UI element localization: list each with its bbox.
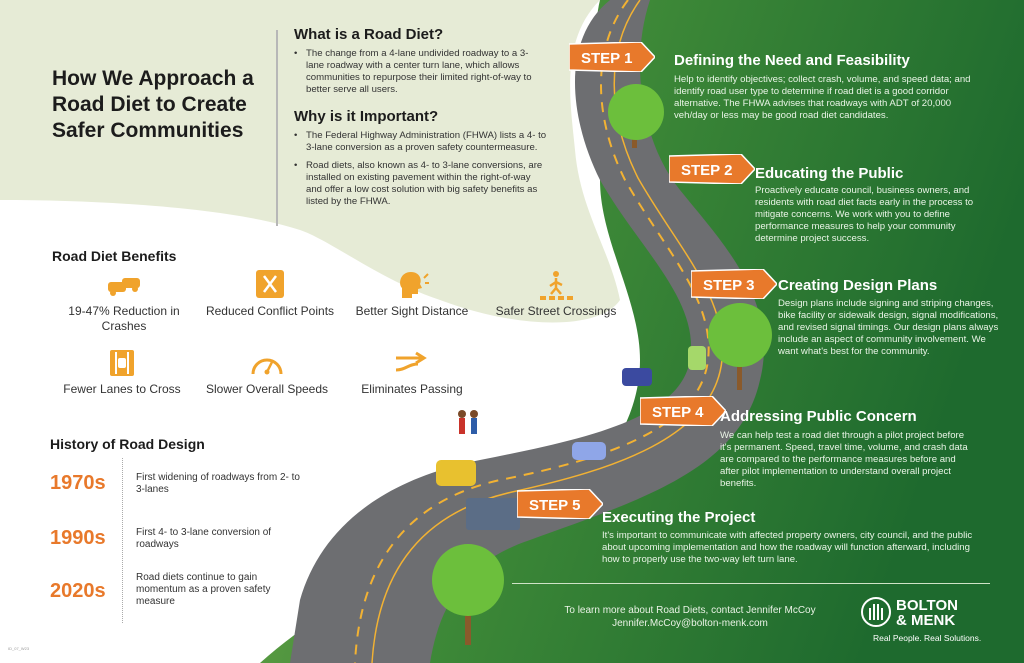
contact-info: To learn more about Road Diets, contact … <box>540 604 840 630</box>
arrows-icon <box>395 351 427 372</box>
history-text: First widening of roadways from 2- to 3-… <box>136 472 300 495</box>
page-title: How We Approach a Road Diet to Create Sa… <box>52 67 254 142</box>
step-sign: STEP 3 <box>691 269 777 299</box>
benefit-speeds: Slower Overall Speeds <box>202 348 332 397</box>
car <box>622 368 652 386</box>
timeline-line <box>122 458 123 623</box>
svg-text:STEP 3: STEP 3 <box>703 277 754 294</box>
tree <box>708 303 772 390</box>
lanes-icon <box>110 350 134 376</box>
logo: BOLTON & MENK <box>896 597 958 629</box>
step-text: We can help test a road diet through a p… <box>720 430 968 489</box>
tree <box>432 544 504 645</box>
car <box>688 346 706 370</box>
contact-email[interactable]: Jennifer.McCoy@bolton-menk.com <box>612 618 768 629</box>
svg-text:STEP 4: STEP 4 <box>652 404 704 421</box>
why-list: The Federal Highway Administration (FHWA… <box>292 130 547 214</box>
step-title: Educating the Public <box>755 165 904 182</box>
benefit-sight: Better Sight Distance <box>347 270 477 319</box>
why-point: The Federal Highway Administration (FHWA… <box>292 130 547 154</box>
history-title: History of Road Design <box>50 436 205 452</box>
head-sight-icon <box>400 272 429 298</box>
why-title: Why is it Important? <box>294 108 439 125</box>
crosswalk-icon <box>540 271 573 300</box>
car <box>436 460 476 486</box>
tree <box>608 84 664 148</box>
conflict-sign-icon <box>256 270 284 298</box>
step-text: Proactively educate council, business ow… <box>755 185 974 244</box>
step-sign: STEP 1 <box>569 42 655 72</box>
speedometer-icon <box>251 358 283 375</box>
step-title: Creating Design Plans <box>778 277 938 294</box>
step-text: Help to identify objectives; collect cra… <box>674 74 971 121</box>
history-text: First 4- to 3-lane conversion of roadway… <box>136 527 272 550</box>
car <box>572 442 606 460</box>
benefit-fewer-lanes: Fewer Lanes to Cross <box>57 348 187 397</box>
benefits-title: Road Diet Benefits <box>52 248 177 264</box>
step-sign: STEP 2 <box>669 154 755 184</box>
step-text: It's important to communicate with affec… <box>602 530 973 565</box>
history-year: 1990s <box>50 527 106 549</box>
svg-text:STEP 1: STEP 1 <box>581 50 632 67</box>
what-title: What is a Road Diet? <box>294 26 444 43</box>
tagline: Real People. Real Solutions. <box>873 633 982 643</box>
road <box>290 0 764 663</box>
car-crash-icon <box>108 278 140 296</box>
step-title: Addressing Public Concern <box>720 408 917 425</box>
history-year: 2020s <box>50 580 106 602</box>
benefit-passing: Eliminates Passing <box>347 348 477 397</box>
benefit-conflict: Reduced Conflict Points <box>205 270 335 319</box>
svg-text:STEP 2: STEP 2 <box>681 162 732 179</box>
svg-text:STEP 5: STEP 5 <box>529 497 580 514</box>
step-title: Defining the Need and Feasibility <box>674 52 910 69</box>
step-sign: STEP 5 <box>517 489 603 519</box>
step-title: Executing the Project <box>602 509 756 526</box>
benefit-crossings: Safer Street Crossings <box>491 270 621 319</box>
what-point: The change from a 4-lane undivided roadw… <box>292 48 542 96</box>
logo-icon <box>861 597 891 627</box>
contact-line: To learn more about Road Diets, contact … <box>564 605 816 616</box>
step-sign: STEP 4 <box>640 396 726 426</box>
benefit-crashes: 19-47% Reduction in Crashes <box>59 270 189 334</box>
footer-divider <box>512 583 990 584</box>
fineprint: ID_07_W23 <box>8 646 30 651</box>
history-text: Road diets continue to gain momentum as … <box>136 572 271 607</box>
divider <box>276 30 278 226</box>
history-year: 1970s <box>50 472 106 494</box>
step-text: Design plans include signing and stripin… <box>778 298 999 357</box>
what-list: The change from a 4-lane undivided roadw… <box>292 48 542 102</box>
why-point: Road diets, also known as 4- to 3-lane c… <box>292 160 547 208</box>
truck <box>466 498 520 530</box>
